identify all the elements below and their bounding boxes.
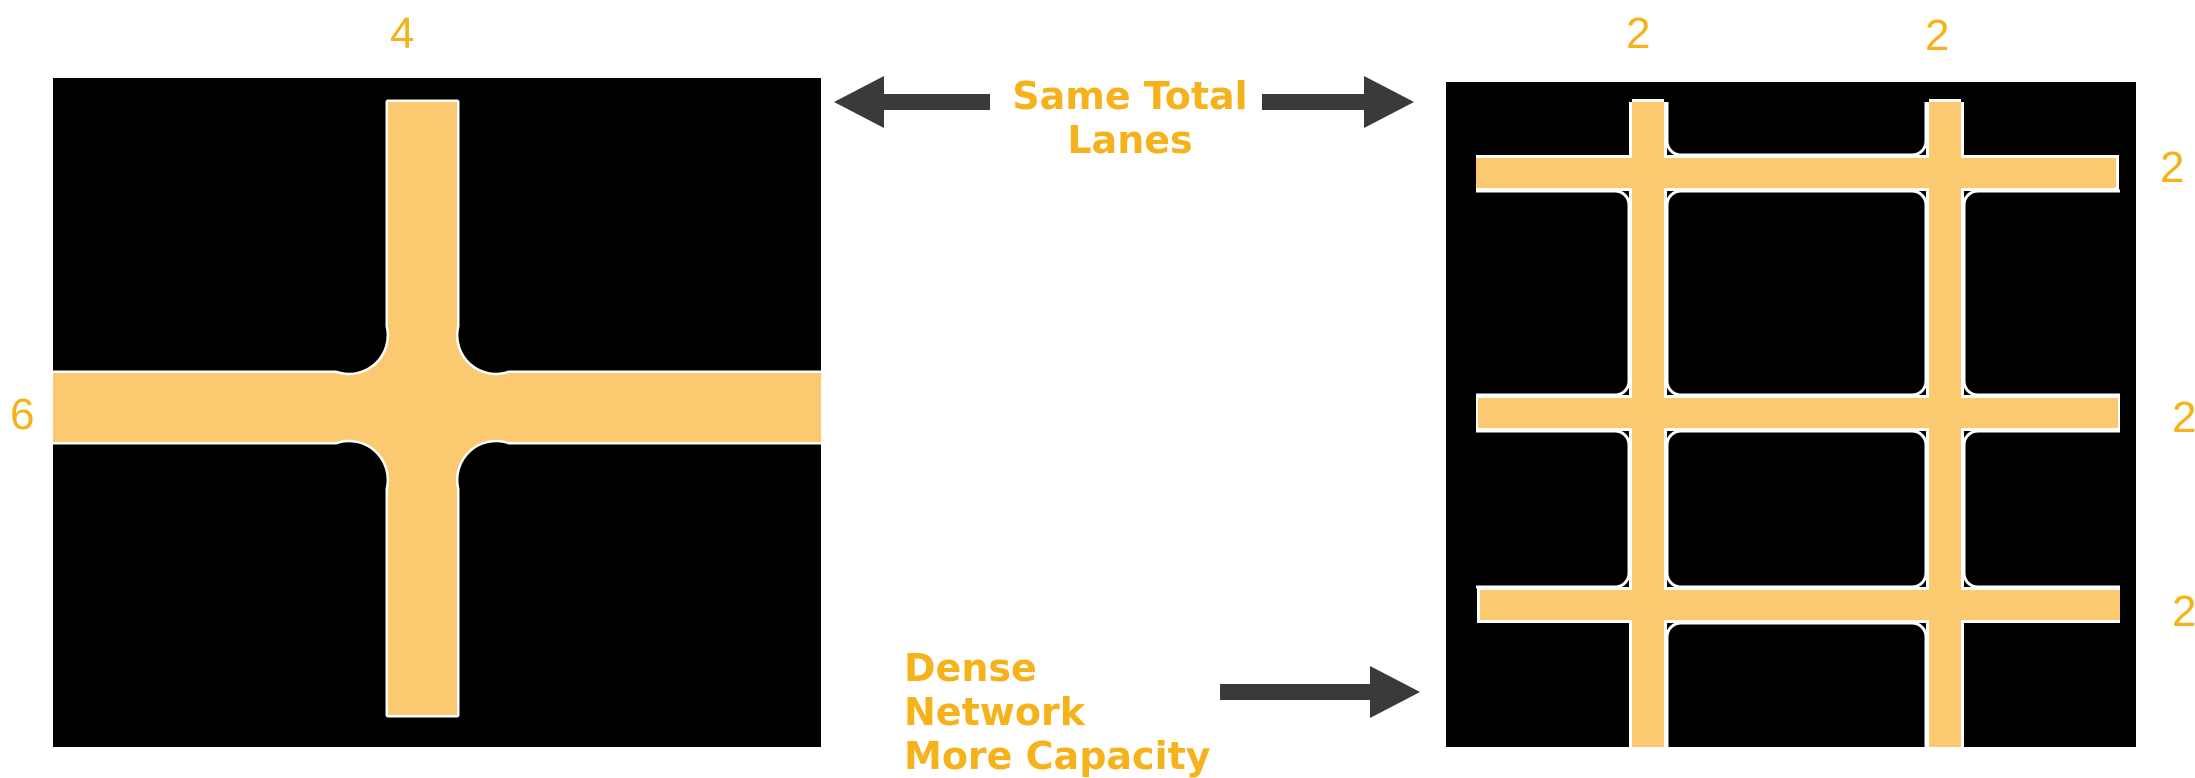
- arrow-left-icon: [834, 76, 990, 128]
- left-horizontal-lane-count: 6: [10, 390, 35, 439]
- dense-line1: Dense Network: [904, 646, 1085, 734]
- right-column2-lane-count: 2: [1925, 11, 1950, 60]
- right-row2-lane-count: 2: [2172, 393, 2195, 442]
- block-r2-c3: [1962, 429, 2136, 589]
- same-total-line2: Lanes: [1067, 118, 1193, 162]
- single-intersection-roads: [53, 99, 821, 718]
- wide-road: [53, 102, 821, 715]
- block-r1-c1: [1446, 189, 1631, 397]
- block-r2-c2: [1665, 429, 1928, 589]
- right-row1-lane-count: 2: [2160, 143, 2185, 192]
- dense-line2: More Capacity: [904, 734, 1211, 778]
- block-r1-c2: [1665, 189, 1928, 397]
- right-column1-lane-count: 2: [1626, 9, 1651, 58]
- single-intersection-panel: [53, 78, 821, 747]
- block-r3-c2: [1665, 621, 1928, 747]
- wide-road-edge: [53, 99, 821, 718]
- arrow-right-icon: [1262, 76, 1414, 128]
- grid-network-panel: [1446, 82, 2136, 747]
- block-r2-c1: [1446, 429, 1631, 589]
- dense-network-caption: Dense Network More Capacity: [904, 646, 1224, 778]
- left-vertical-lane-count: 4: [390, 9, 415, 58]
- same-total-lanes-caption: Same Total Lanes: [1000, 74, 1260, 162]
- arrow-right-icon: [1220, 666, 1420, 718]
- block-r1-c3: [1962, 189, 2136, 397]
- grid-network-roads: [1446, 82, 2136, 747]
- right-row3-lane-count: 2: [2172, 587, 2195, 636]
- same-total-line1: Same Total: [1012, 74, 1248, 118]
